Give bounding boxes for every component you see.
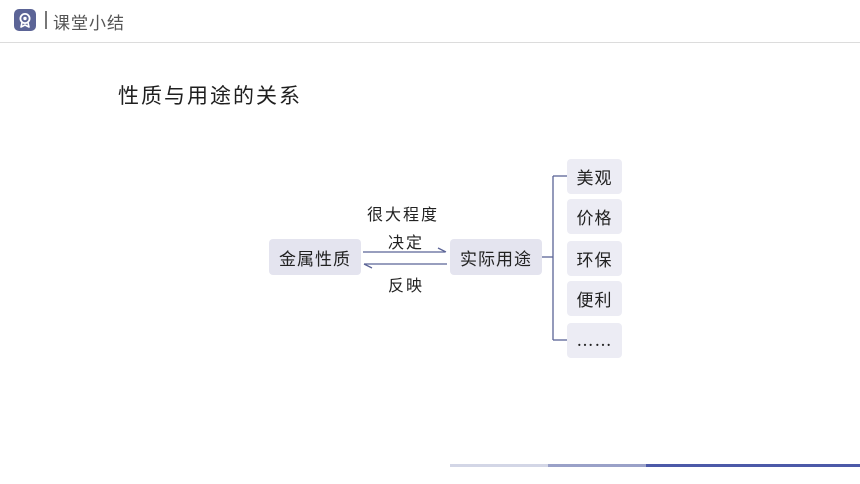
page-title: 性质与用途的关系 (118, 84, 302, 108)
footer-bar-segment-1 (450, 464, 548, 467)
header-divider (0, 42, 860, 43)
footer-bar-segment-3 (646, 464, 860, 467)
footer-bar-segment-2 (548, 464, 646, 467)
use-node-price: 价格 (567, 199, 622, 234)
use-node-convenience: 便利 (567, 281, 622, 316)
use-node-more: …… (567, 323, 622, 358)
header-separator (45, 11, 47, 29)
edge-label-decides: 决定 (388, 233, 425, 252)
node-metal-properties: 金属性质 (269, 239, 361, 275)
use-node-appearance: 美观 (567, 159, 622, 194)
use-node-environment: 环保 (567, 241, 622, 276)
header-bar: 课堂小结 (0, 0, 860, 43)
edge-label-reflects: 反映 (388, 276, 425, 295)
arrowhead-decides (437, 247, 447, 253)
edge-label-largely: 很大程度 (367, 205, 440, 224)
medal-icon (14, 9, 36, 31)
header-title: 课堂小结 (53, 14, 125, 34)
arrowhead-reflects (363, 263, 373, 269)
node-practical-uses: 实际用途 (450, 239, 542, 275)
